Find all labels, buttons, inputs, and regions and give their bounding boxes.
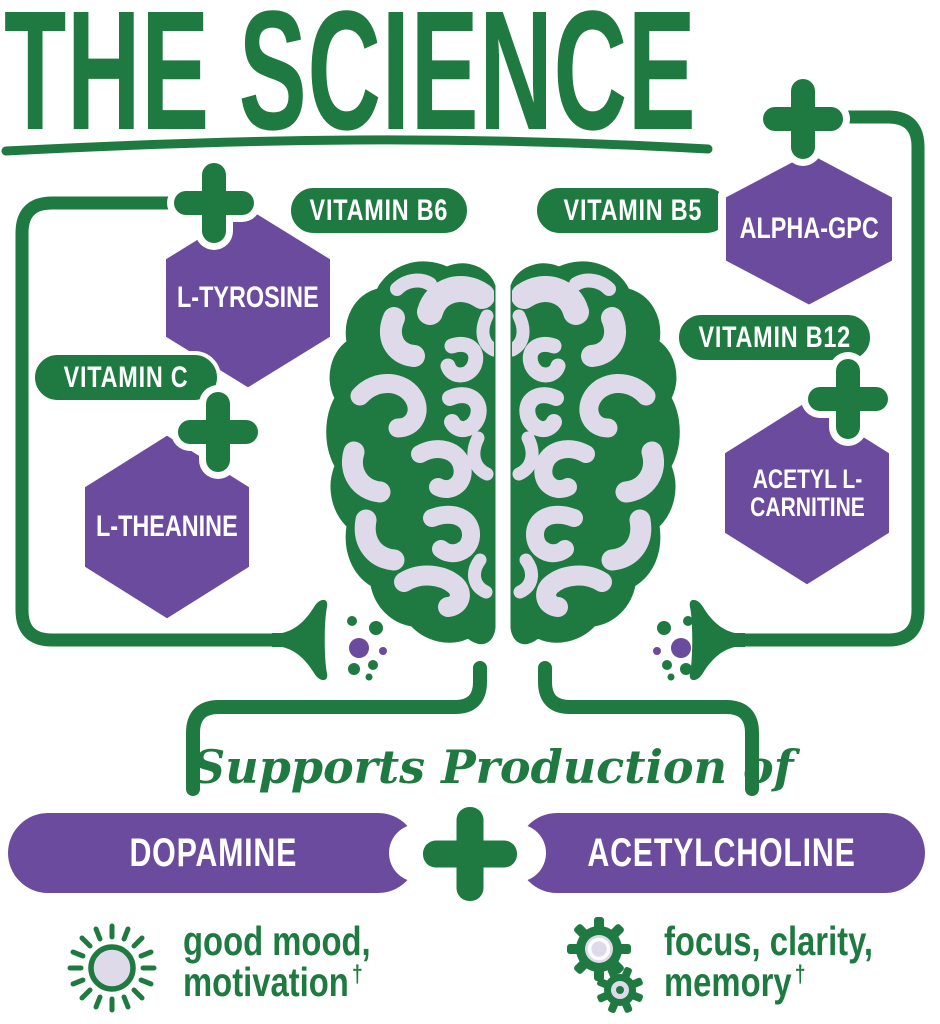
sun-icon — [67, 923, 157, 1013]
benefit-focus-line2: memory† — [664, 959, 806, 1005]
left-synapse-icon — [272, 599, 328, 681]
pill-dopamine: DOPAMINE — [8, 813, 418, 893]
hexagon-label: ALPHA-GPC — [739, 212, 879, 246]
badge-vitamin-b6: VITAMIN B6 — [287, 184, 471, 237]
hexagon-alpha-gpc: ALPHA-GPC — [718, 145, 900, 313]
hexagon-l-tyrosine: L-TYROSINE — [158, 200, 338, 396]
left-connector-line — [15, 196, 287, 647]
badge-vitamin-c: VITAMIN C — [31, 351, 221, 404]
page-title: THE SCIENCE — [4, 0, 697, 166]
benefit-mood: good mood, motivation† — [183, 921, 418, 1003]
brace — [186, 661, 759, 796]
hexagon-shape — [77, 427, 257, 627]
hexagon-label: ACETYL L- CARNITINE — [749, 463, 865, 522]
hexagon-l-theanine: L-THEANINE — [77, 427, 257, 627]
plus-icon — [756, 72, 850, 166]
dagger-mark: † — [794, 961, 806, 988]
right-connector-line — [735, 110, 925, 647]
supports-production-label: Supports Production of — [192, 740, 794, 794]
gears-icon — [567, 917, 643, 1013]
brain-icon — [328, 263, 679, 643]
hexagon-shape — [718, 145, 900, 313]
benefit-focus-line1: focus, clarity, — [664, 918, 874, 964]
badge-vitamin-b5: VITAMIN B5 — [533, 184, 733, 237]
benefit-mood-line2: motivation† — [183, 959, 363, 1005]
right-synapse-icon — [689, 599, 745, 681]
dagger-mark: † — [352, 961, 363, 988]
hexagon-label: L-TYROSINE — [177, 281, 319, 315]
plus-icon — [171, 385, 265, 479]
hexagon-shape — [158, 200, 338, 396]
benefit-mood-line1: good mood, — [183, 918, 371, 964]
benefit-focus: focus, clarity, memory† — [664, 921, 925, 1003]
pill-acetylcholine: ACETYLCHOLINE — [517, 813, 925, 893]
title-underline — [1, 135, 713, 156]
left-neurotransmitter-dots — [347, 616, 387, 681]
plus-icon — [801, 352, 895, 446]
plus-icon — [167, 156, 261, 250]
hexagon-label: L-THEANINE — [96, 510, 238, 544]
right-neurotransmitter-dots — [653, 616, 693, 681]
plus-icon-center — [416, 800, 524, 908]
